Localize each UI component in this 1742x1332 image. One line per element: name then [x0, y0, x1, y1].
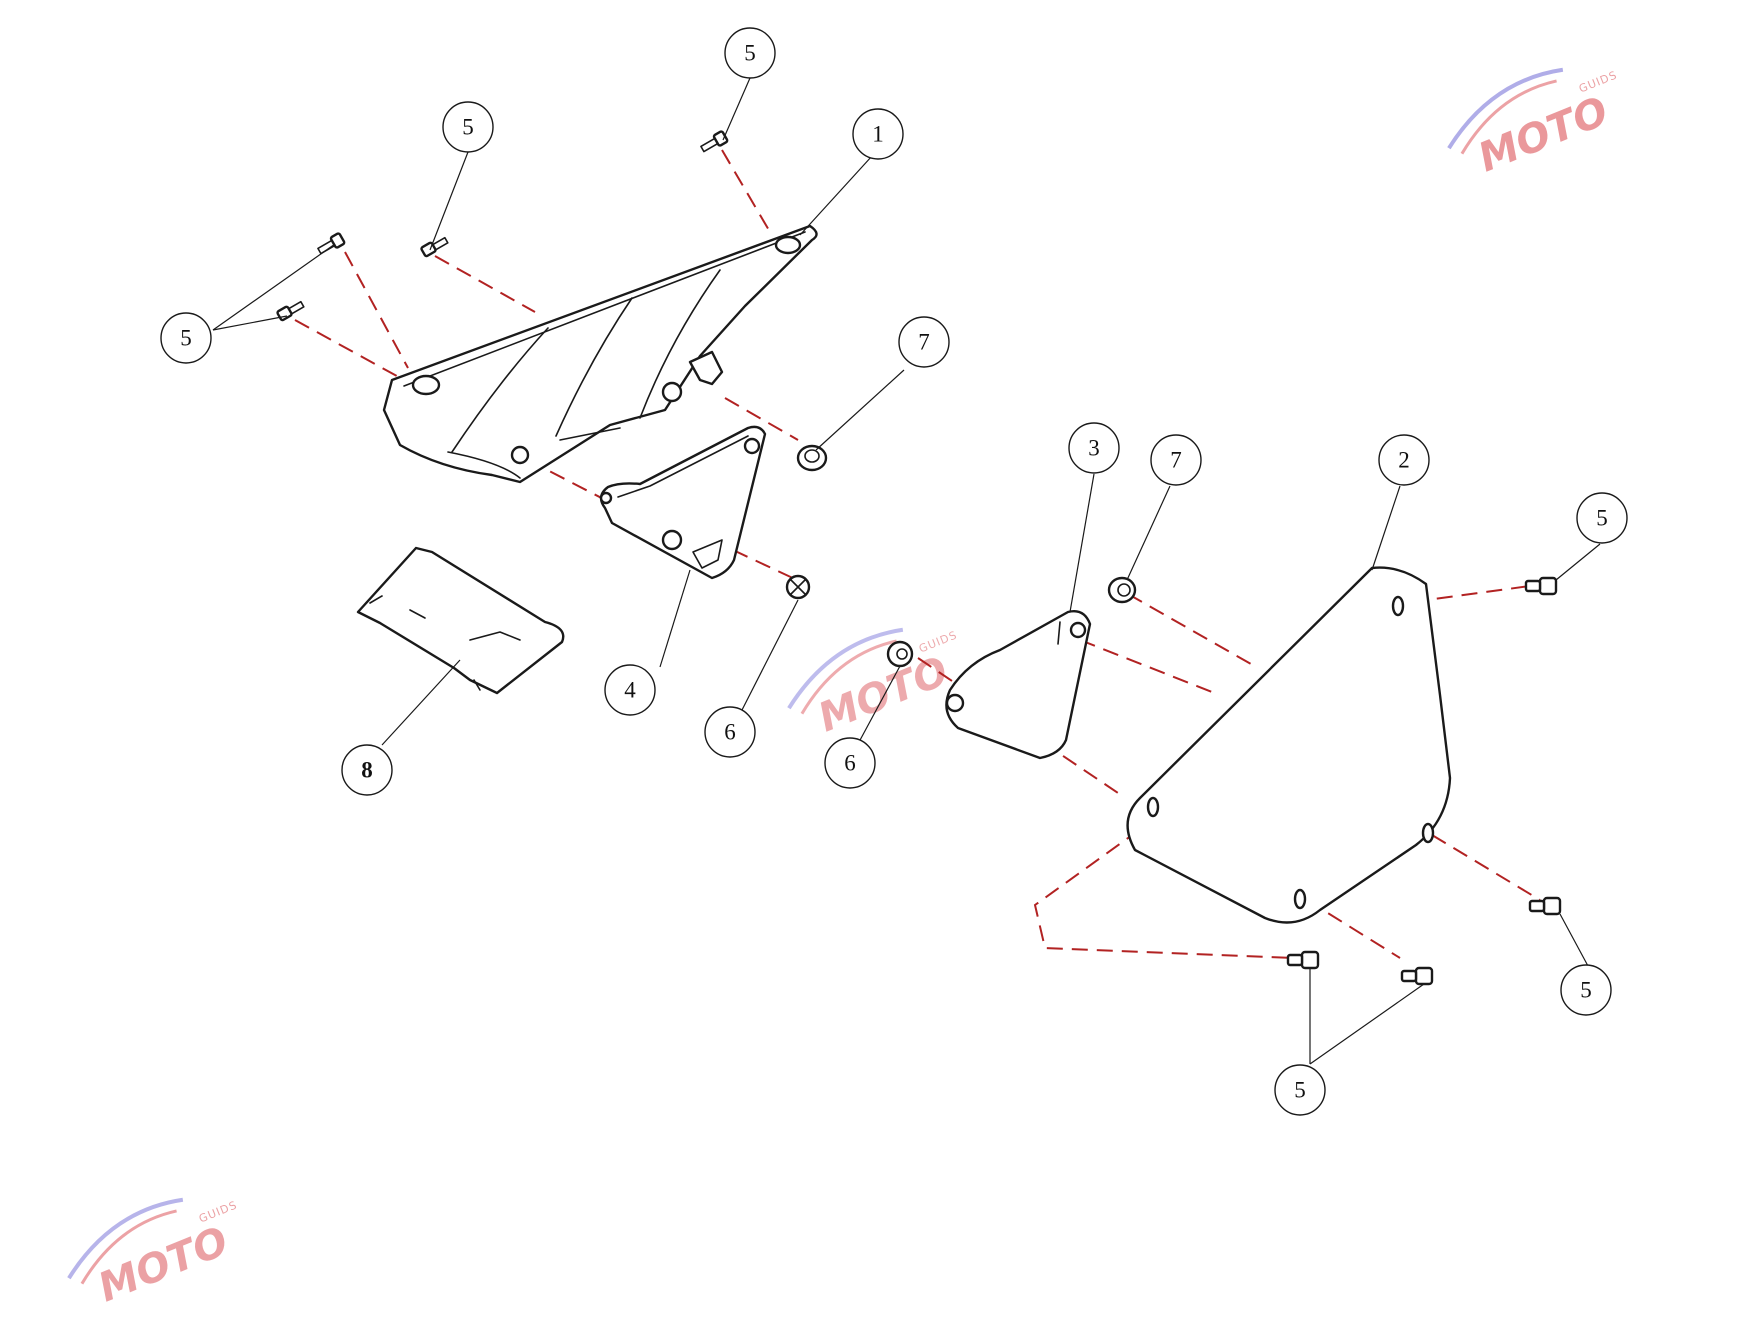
screw-5-bottom-b — [1400, 966, 1434, 986]
watermark-bottom-left: MOTO GUIDS — [67, 1197, 239, 1311]
callouts: 1 5 5 5 7 4 6 8 3 7 2 5 6 5 5 — [160, 27, 1628, 1116]
svg-text:3: 3 — [1088, 436, 1100, 461]
callout-6-upper: 6 — [704, 706, 756, 758]
grommet-7-upper — [796, 444, 828, 472]
svg-text:5: 5 — [180, 326, 192, 351]
callout-leaders — [212, 77, 1601, 1065]
svg-text:2: 2 — [1398, 448, 1410, 473]
nut-6-middle — [886, 640, 914, 668]
watermark-top-right: MOTO GUIDS — [1447, 67, 1619, 181]
svg-text:4: 4 — [624, 678, 636, 703]
callout-6-middle: 6 — [824, 737, 876, 789]
callout-5-left: 5 — [160, 312, 212, 364]
part-4-inner-bracket — [599, 425, 767, 580]
callout-7-upper: 7 — [898, 316, 950, 368]
svg-text:5: 5 — [1596, 506, 1608, 531]
grommet-7-right — [1107, 576, 1137, 604]
part-2-large-panel — [1126, 566, 1452, 924]
callout-5-upper-left: 5 — [442, 101, 494, 153]
watermark-brand-text: MOTO — [92, 1218, 235, 1311]
callout-7-right: 7 — [1150, 434, 1202, 486]
svg-text:5: 5 — [1580, 978, 1592, 1003]
svg-text:1: 1 — [872, 122, 884, 147]
screw-5-right-bottom — [1528, 896, 1562, 916]
watermark-brand-text: MOTO — [812, 648, 955, 741]
callout-5-right-top: 5 — [1576, 492, 1628, 544]
watermark-brand-text: MOTO — [1472, 88, 1615, 181]
callout-8: 8 — [341, 744, 393, 796]
part-8-box — [356, 546, 565, 695]
callout-5-bottom: 5 — [1274, 1064, 1326, 1116]
svg-text:8: 8 — [361, 758, 373, 783]
callout-3: 3 — [1068, 422, 1120, 474]
fastener-screws — [276, 130, 1562, 986]
callout-1: 1 — [852, 108, 904, 160]
assembly-dashed-lines — [294, 149, 1541, 959]
grommets-and-nuts — [785, 444, 1137, 668]
callout-5-right-bottom: 5 — [1560, 964, 1612, 1016]
callout-5-top: 5 — [724, 27, 776, 79]
watermark-center: MOTO GUIDS — [787, 627, 959, 741]
screw-5-right-top — [1524, 576, 1558, 596]
screw-5-bottom-a — [1286, 950, 1320, 970]
svg-text:6: 6 — [724, 720, 736, 745]
screw-5-top — [700, 130, 729, 153]
callout-2: 2 — [1378, 434, 1430, 486]
svg-text:5: 5 — [462, 115, 474, 140]
svg-text:6: 6 — [844, 751, 856, 776]
part-1-upper-cover — [382, 224, 818, 484]
callout-4: 4 — [604, 664, 656, 716]
svg-text:5: 5 — [1294, 1078, 1306, 1103]
svg-text:7: 7 — [1170, 448, 1182, 473]
screw-5-left-a — [317, 232, 346, 255]
part-3-middle-bracket — [945, 610, 1092, 760]
svg-text:7: 7 — [918, 330, 930, 355]
nut-6-upper — [785, 574, 811, 600]
svg-text:5: 5 — [744, 41, 756, 66]
